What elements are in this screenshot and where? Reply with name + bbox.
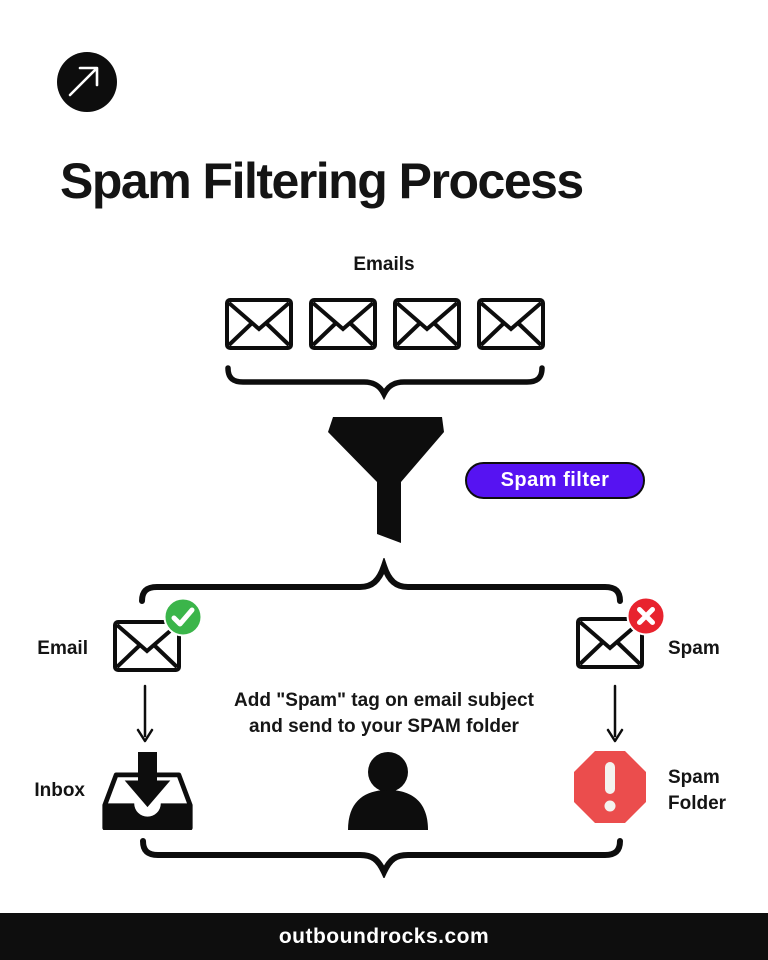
email-branch-label: Email (37, 638, 88, 659)
arrow-up-right-icon (57, 52, 117, 112)
footer-url: outboundrocks.com (278, 924, 490, 948)
check-icon (163, 597, 203, 637)
arrow-down-icon (136, 684, 154, 743)
spam-branch-label: Spam (668, 638, 720, 659)
brace-emails (225, 365, 545, 400)
process-note-line2: and send to your SPAM folder (249, 716, 519, 737)
footer-bar: outboundrocks.com (0, 913, 768, 960)
x-icon (626, 596, 666, 636)
page-title: Spam Filtering Process (60, 153, 584, 209)
person-icon (348, 752, 428, 830)
envelope-icon (393, 298, 461, 350)
envelope-icon (309, 298, 377, 350)
emails-label: Emails (353, 254, 415, 275)
alert-octagon-icon (574, 751, 646, 823)
process-note-line1: Add "Spam" tag on email subject (234, 690, 534, 711)
spam-folder-label-line1: Spam (668, 767, 720, 788)
envelope-icon (576, 617, 644, 669)
spam-filter-badge: Spam filter (465, 462, 645, 499)
process-note: Add "Spam" tag on email subject and send… (0, 688, 768, 740)
envelope-icon (113, 620, 181, 672)
inbox-tray-icon (102, 752, 193, 830)
arrow-down-icon (606, 684, 624, 743)
funnel-icon (328, 417, 444, 543)
brace-split (139, 558, 623, 604)
envelope-icon (225, 298, 293, 350)
spam-folder-label-line2: Folder (668, 793, 727, 814)
spam-filter-label: Spam filter (500, 469, 610, 491)
brace-outcomes (140, 838, 623, 878)
inbox-label: Inbox (34, 780, 85, 801)
spam-folder-label: Spam Folder (668, 765, 726, 817)
envelope-icon (477, 298, 545, 350)
